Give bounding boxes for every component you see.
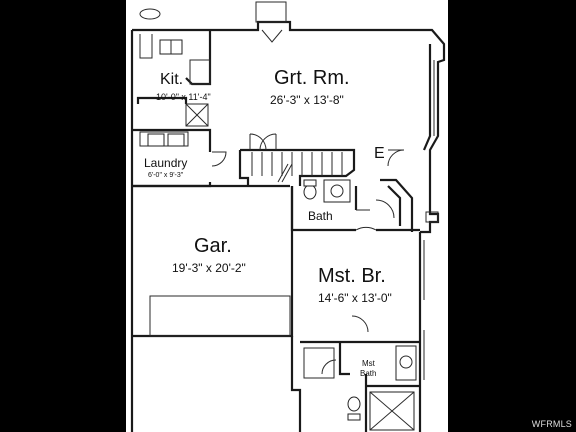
entry-label: E	[374, 145, 385, 162]
master-bedroom-dims: 14'-6" x 13'-0"	[318, 291, 392, 305]
great-room-name: Grt. Rm.	[274, 67, 350, 89]
bath-name: Bath	[308, 209, 333, 223]
laundry-dims: 6'-0" x 9'-3"	[148, 172, 184, 179]
garage-door	[149, 295, 291, 337]
master-bath-name-2: Bath	[360, 369, 376, 378]
chimney	[255, 1, 287, 23]
great-room-dims: 26'-3" x 13'-8"	[270, 93, 344, 107]
dryer	[167, 133, 185, 147]
door-swings	[211, 133, 405, 375]
master-toilet	[347, 396, 361, 412]
bath-vanity	[323, 179, 351, 203]
kitchen-dims: 10'-0" x 11'-4"	[156, 92, 211, 102]
watermark: WFRMLS	[531, 419, 572, 429]
kitchen-name: Kit.	[160, 71, 183, 88]
master-bedroom-name: Mst. Br.	[318, 265, 386, 287]
garage-name: Gar.	[194, 235, 232, 257]
stairs	[251, 152, 343, 183]
laundry-name: Laundry	[144, 156, 187, 170]
garage-dims: 19'-3" x 20'-2"	[172, 261, 246, 275]
master-bath-name-1: Mst	[362, 359, 376, 368]
room-labels: Kit. 10'-0" x 11'-4" Grt. Rm. 26'-3" x 1…	[144, 67, 392, 378]
toilet	[303, 184, 317, 200]
master-closet	[303, 347, 335, 379]
washer	[147, 133, 165, 147]
interior-walls	[132, 30, 435, 432]
master-vanity	[395, 345, 417, 381]
fixtures	[139, 34, 439, 431]
